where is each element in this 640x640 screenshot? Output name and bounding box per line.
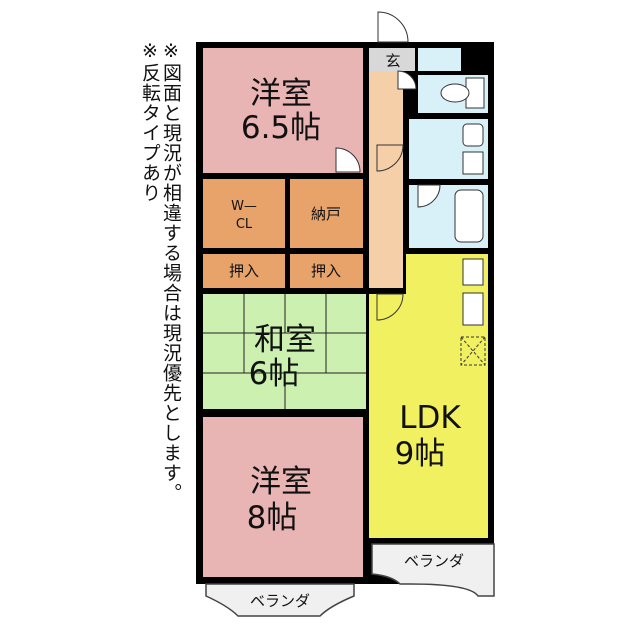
entrance-door-icon — [377, 11, 409, 43]
tatami-lines — [203, 294, 366, 409]
western-top-size: 6.5帖 — [241, 110, 321, 146]
balcony-right — [371, 543, 495, 597]
fixtures — [440, 77, 485, 326]
disclaimer-note: ※図面と現況が相違する場合は現況優先とします。 — [160, 40, 182, 503]
room-ldk — [369, 254, 488, 538]
reversed-type-note: ※反転タイプあり — [139, 40, 161, 203]
balcony-bottom — [205, 583, 355, 617]
entrance-label: 玄 — [385, 52, 400, 70]
toilet-bowl-icon — [440, 83, 470, 103]
storage-label: 納戸 — [311, 205, 341, 223]
corridor — [369, 71, 403, 288]
sink-icon — [462, 123, 484, 147]
japanese-room-label: 和室 — [254, 322, 316, 358]
room-walk-in-closet — [203, 179, 285, 248]
door-swings — [335, 11, 441, 321]
room-western-bottom — [203, 417, 363, 577]
stove-icon — [462, 258, 484, 286]
washer-icon — [462, 151, 484, 175]
ldk-size: 9帖 — [395, 436, 446, 472]
entrance-shoe-area — [418, 48, 461, 71]
room-storage — [290, 179, 363, 248]
closet-left-label: 押入 — [229, 262, 259, 280]
western-bottom-size: 8帖 — [247, 500, 298, 536]
balcony-bottom-label: ベランダ — [250, 592, 310, 610]
western-top-label: 洋室 — [250, 76, 312, 112]
ldk-label: LDK — [399, 400, 461, 436]
wcl-label-line2: CL — [236, 217, 253, 232]
room-closet-right — [290, 254, 363, 288]
room-closet-left — [203, 254, 285, 288]
closet-right-label: 押入 — [311, 262, 341, 280]
bathtub-icon — [454, 189, 484, 243]
western-bottom-label: 洋室 — [250, 464, 312, 500]
fridge-space-icon — [460, 336, 486, 366]
wcl-label-line1: W— — [231, 199, 257, 214]
japanese-room-size: 6帖 — [249, 356, 300, 392]
kitchen-sink-icon — [462, 292, 484, 326]
entrance-floor — [369, 48, 415, 71]
balcony-right-label: ベランダ — [404, 552, 464, 570]
